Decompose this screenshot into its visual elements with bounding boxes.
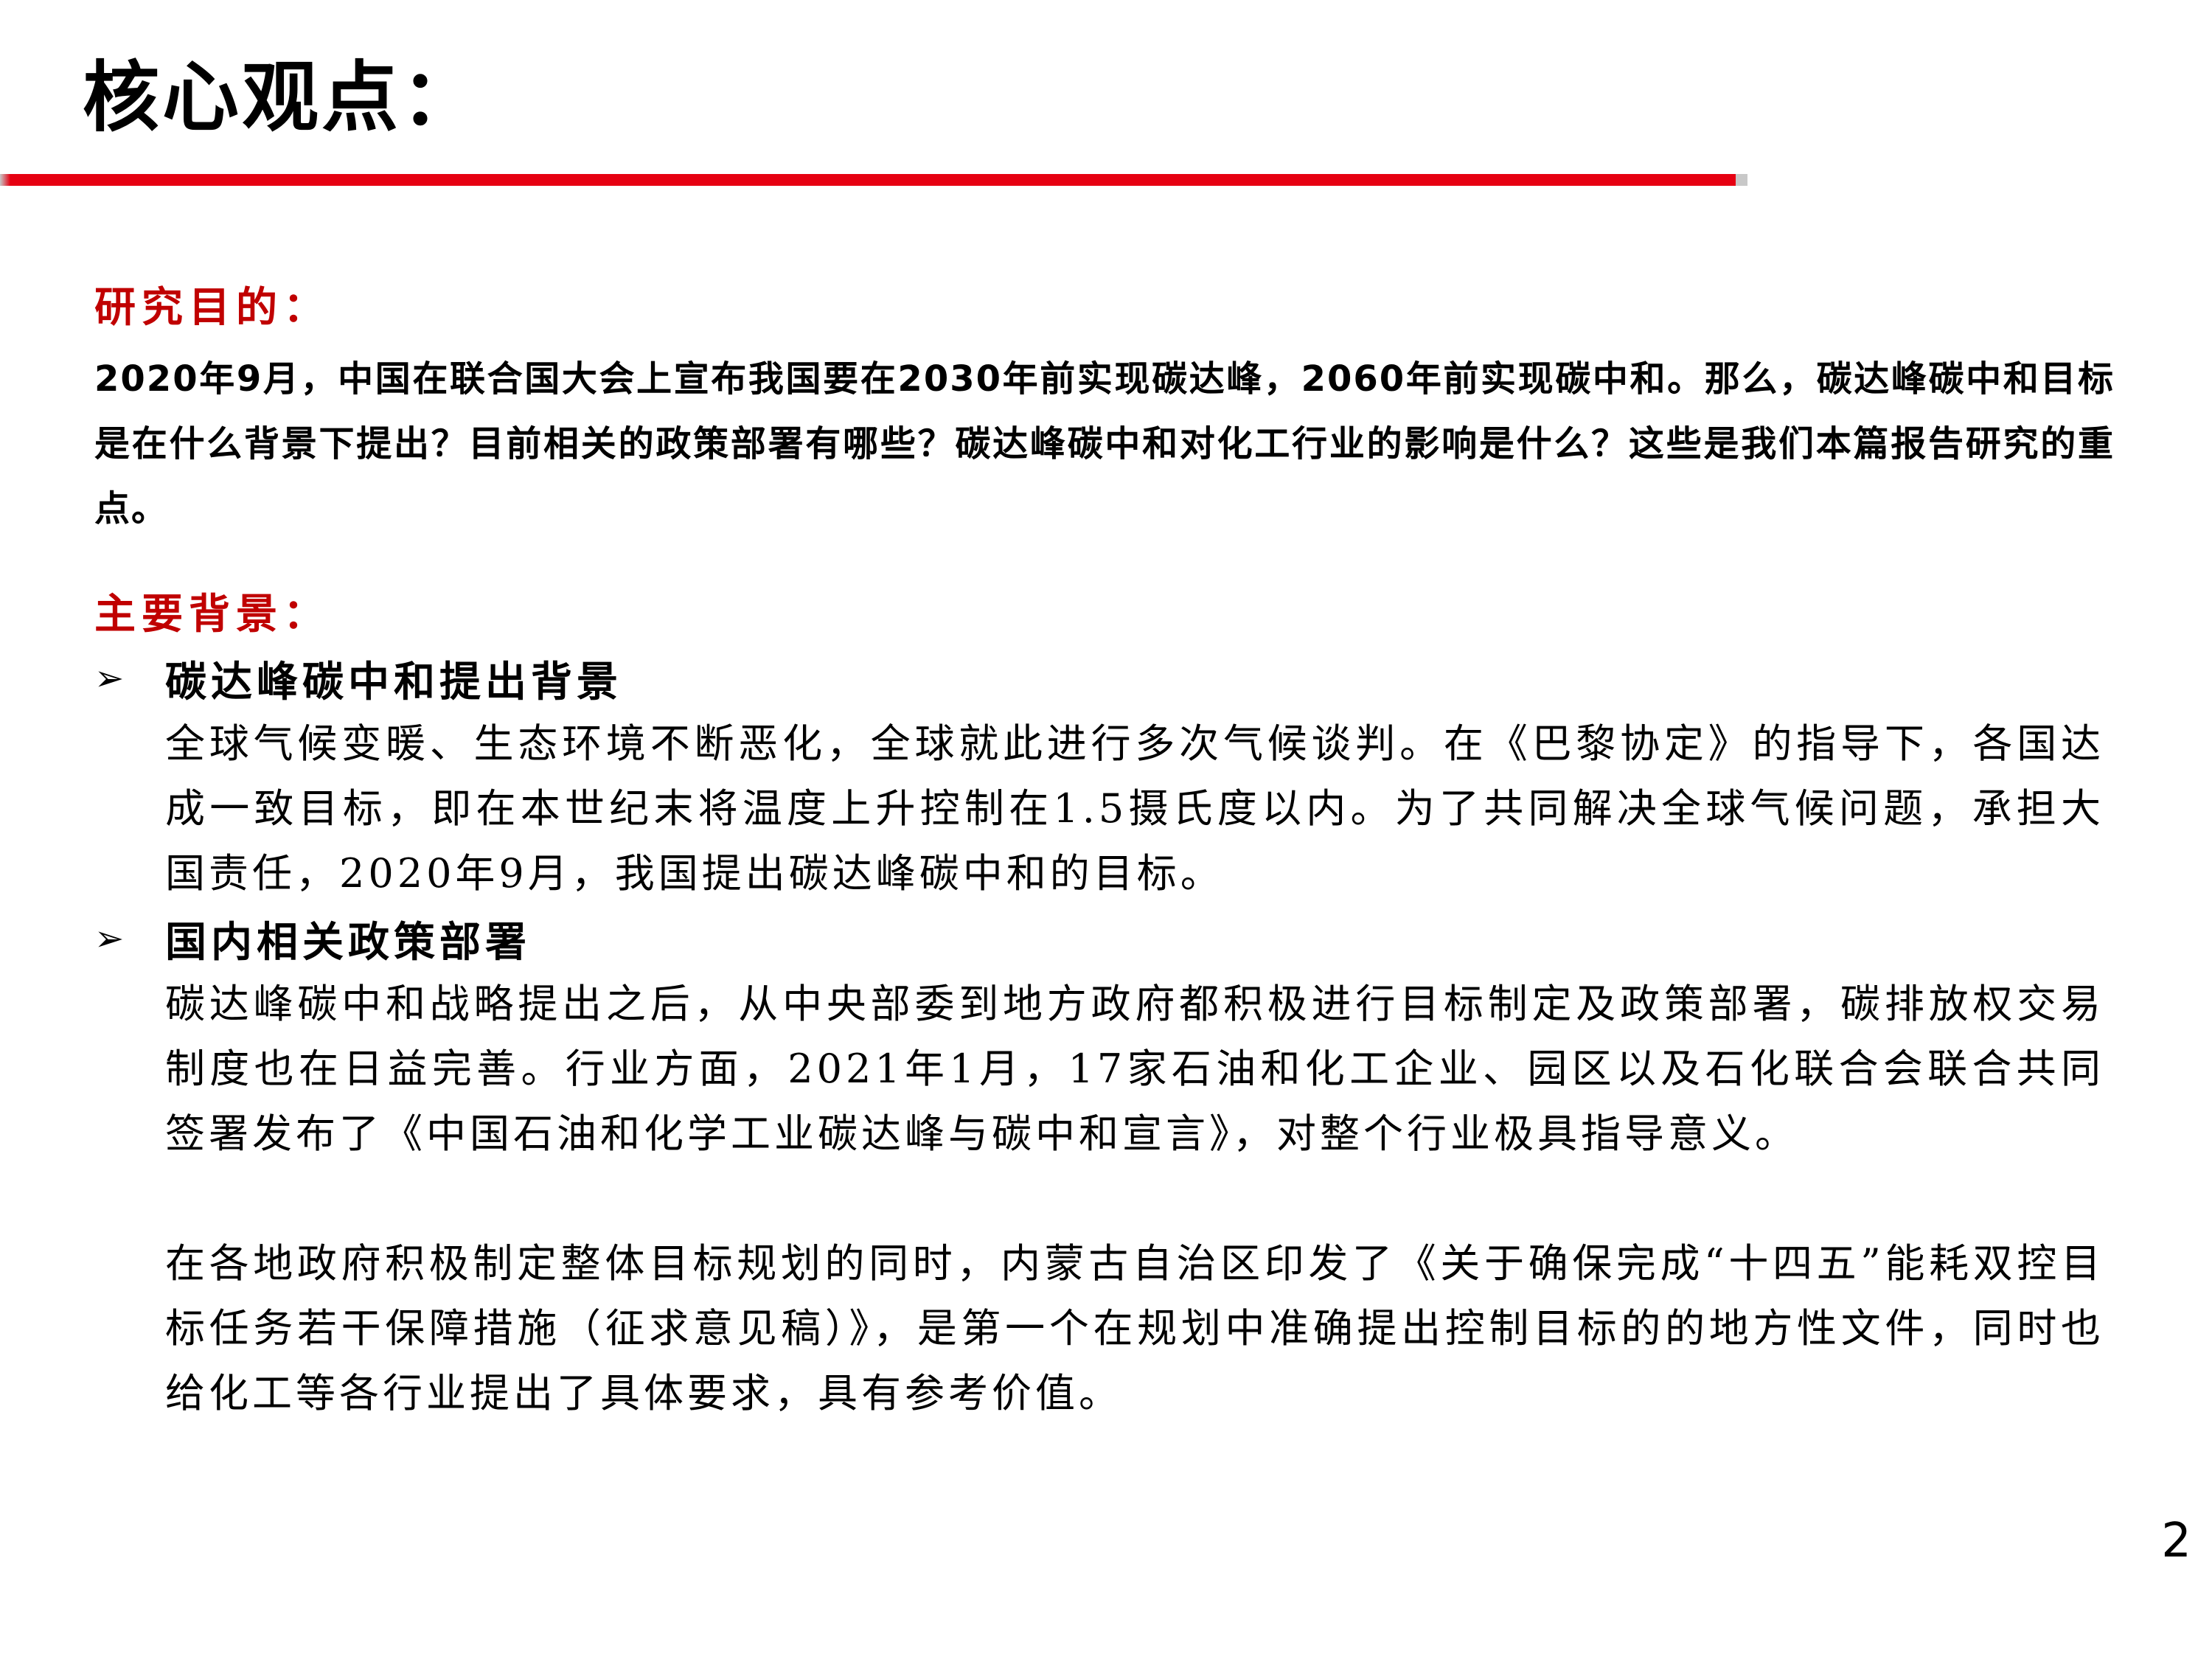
policy-paragraph-2: 在各地政府积极制定整体目标规划的同时，内蒙古自治区印发了《关于确保完成“十四五”…: [165, 1240, 2104, 1416]
arrow-bullet-icon: ➢: [94, 658, 125, 699]
page-number: 2: [2161, 1514, 2191, 1568]
research-purpose-heading: 研究目的：: [94, 283, 330, 332]
bullet-title-background: 碳达峰碳中和提出背景: [165, 657, 622, 706]
bullet-item-background: ➢ 碳达峰碳中和提出背景: [94, 645, 622, 712]
title-divider: [0, 174, 1747, 186]
slide-title: 核心观点：: [83, 52, 481, 142]
arrow-bullet-icon: ➢: [94, 918, 125, 959]
main-background-heading: 主要背景：: [94, 590, 330, 639]
policy-paragraph-1: 碳达峰碳中和战略提出之后，从中央部委到地方政府都积极进行目标制定及政策部署，碳排…: [165, 981, 2104, 1157]
bullet-item-policy: ➢ 国内相关政策部署: [94, 905, 531, 972]
bullet-title-policy: 国内相关政策部署: [165, 917, 531, 967]
research-purpose-text: 2020年9月，中国在联合国大会上宣布我国要在2030年前实现碳达峰，2060年…: [94, 358, 2115, 529]
background-paragraph: 全球气候变暖、生态环境不断恶化，全球就此进行多次气候谈判。在《巴黎协定》的指导下…: [165, 720, 2104, 897]
